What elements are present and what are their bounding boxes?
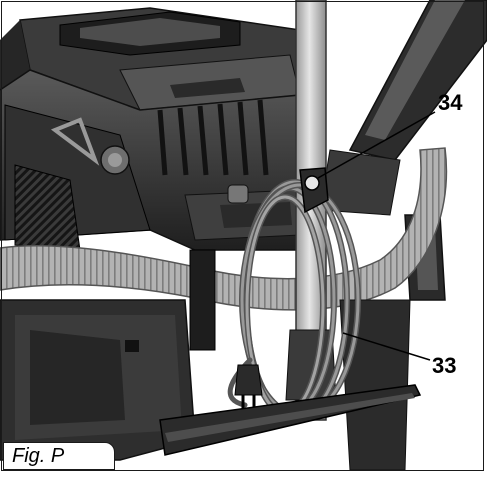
figure-label: Fig. P: [3, 442, 115, 470]
callout-label-34: 34: [438, 90, 463, 115]
floor-nozzle: [159, 384, 422, 456]
vacuum-body: [0, 69, 301, 251]
vacuum-base: [0, 249, 411, 471]
cord-hook: [299, 167, 329, 214]
callout-leader-lines: [317, 111, 436, 361]
callout-label-33: 33: [432, 353, 457, 378]
